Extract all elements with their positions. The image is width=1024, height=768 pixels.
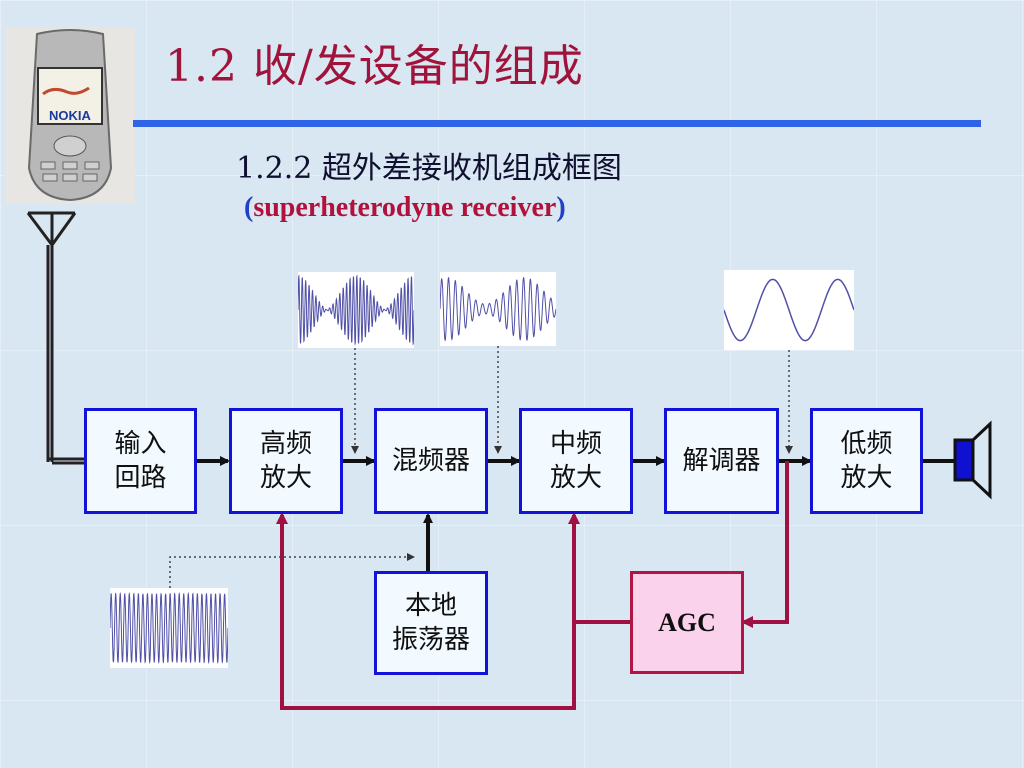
am-waveform-rf bbox=[298, 272, 414, 348]
diagram-title: 1.2.2 超外差接收机组成框图 bbox=[236, 151, 622, 186]
am-waveform-if bbox=[440, 272, 556, 346]
local-oscillator-block: 本地振荡器 bbox=[374, 571, 488, 675]
phone-image: NOKIA bbox=[5, 28, 135, 204]
block-label-line: 本地 bbox=[404, 591, 457, 621]
agc-block: AGC bbox=[630, 571, 744, 674]
block-label-line: 中频 bbox=[549, 429, 602, 459]
page-title: 1.2 收/发设备的组成 bbox=[165, 41, 584, 92]
if-amplifier-block: 中频放大 bbox=[519, 408, 633, 514]
block-label-line: 输入 bbox=[114, 429, 167, 459]
lo-waveform bbox=[110, 588, 228, 668]
block-label-line: 解调器 bbox=[682, 446, 761, 476]
svg-text:NOKIA: NOKIA bbox=[49, 108, 92, 123]
block-label-line: 振荡器 bbox=[391, 625, 470, 655]
block-label-line: 回路 bbox=[114, 463, 167, 493]
mixer-block: 混频器 bbox=[374, 408, 488, 514]
rf-amplifier-block: 高频放大 bbox=[229, 408, 343, 514]
diagram-subtitle-en: (superheterodyne receiver) bbox=[244, 192, 566, 223]
block-label-line: 放大 bbox=[840, 463, 893, 493]
speaker-icon bbox=[953, 420, 992, 500]
block-label-line: 放大 bbox=[549, 463, 602, 493]
block-label-line: 低频 bbox=[840, 429, 893, 459]
demodulator-block: 解调器 bbox=[664, 408, 779, 514]
block-label-line: 高频 bbox=[259, 429, 312, 459]
audio-waveform bbox=[724, 270, 854, 350]
waveform-leaders bbox=[169, 346, 793, 588]
block-label-line: 放大 bbox=[259, 463, 312, 493]
block-label-line: 混频器 bbox=[391, 446, 470, 476]
title-underline bbox=[133, 120, 981, 127]
lf-amplifier-block: 低频放大 bbox=[810, 408, 923, 514]
agc-feedback-lines bbox=[276, 461, 789, 710]
block-label-line: AGC bbox=[658, 607, 716, 637]
antenna-icon bbox=[26, 211, 84, 465]
input-circuit-block: 输入回路 bbox=[84, 408, 197, 514]
signal-path-arrows bbox=[196, 456, 955, 571]
subtitle-en-text: superheterodyne receiver bbox=[253, 192, 557, 223]
